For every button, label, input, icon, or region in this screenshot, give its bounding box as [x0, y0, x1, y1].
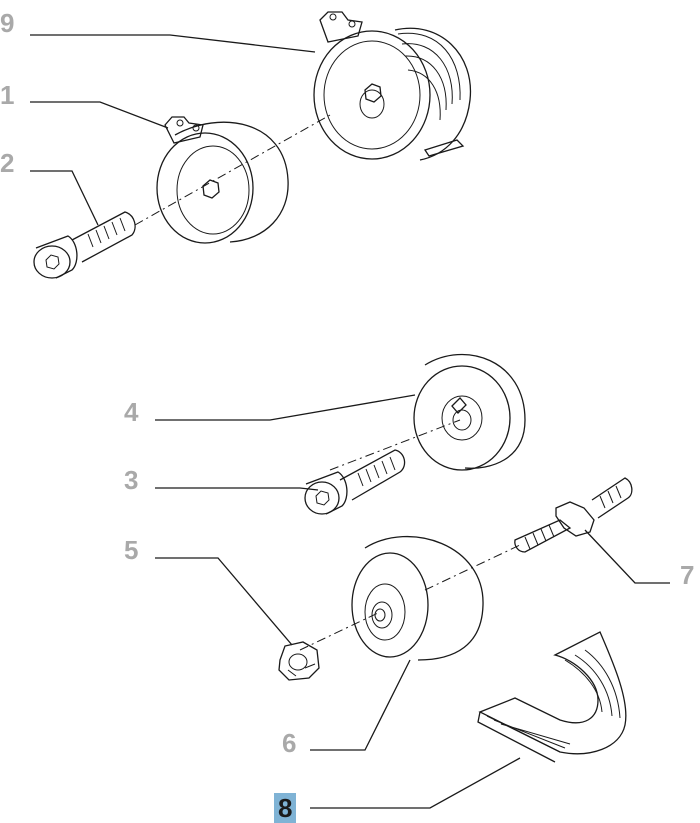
part-5-nut[interactable] — [278, 641, 320, 681]
axis-lines — [134, 114, 521, 651]
callout-6[interactable]: 6 — [282, 728, 297, 758]
callout-1[interactable]: 1 — [0, 80, 15, 110]
part-3-bolt[interactable] — [304, 449, 406, 515]
callout-3[interactable]: 3 — [124, 465, 139, 495]
callout-9[interactable]: 9 — [0, 8, 15, 38]
part-1-pulley[interactable] — [156, 116, 289, 244]
part-9-tensioner-assembly[interactable] — [313, 11, 472, 161]
part-7-stud[interactable] — [514, 477, 633, 553]
part-6-pulley[interactable] — [351, 535, 484, 661]
part-4-idler-pulley[interactable] — [413, 353, 526, 471]
part-8-belt[interactable] — [477, 631, 627, 763]
callout-5[interactable]: 5 — [124, 535, 139, 565]
leader-lines — [30, 34, 670, 809]
callout-4[interactable]: 4 — [124, 397, 139, 427]
part-2-bolt[interactable] — [33, 211, 136, 279]
callout-8-selected[interactable]: 8 — [274, 793, 297, 823]
callout-7[interactable]: 7 — [680, 560, 695, 590]
callout-2[interactable]: 2 — [0, 148, 15, 178]
